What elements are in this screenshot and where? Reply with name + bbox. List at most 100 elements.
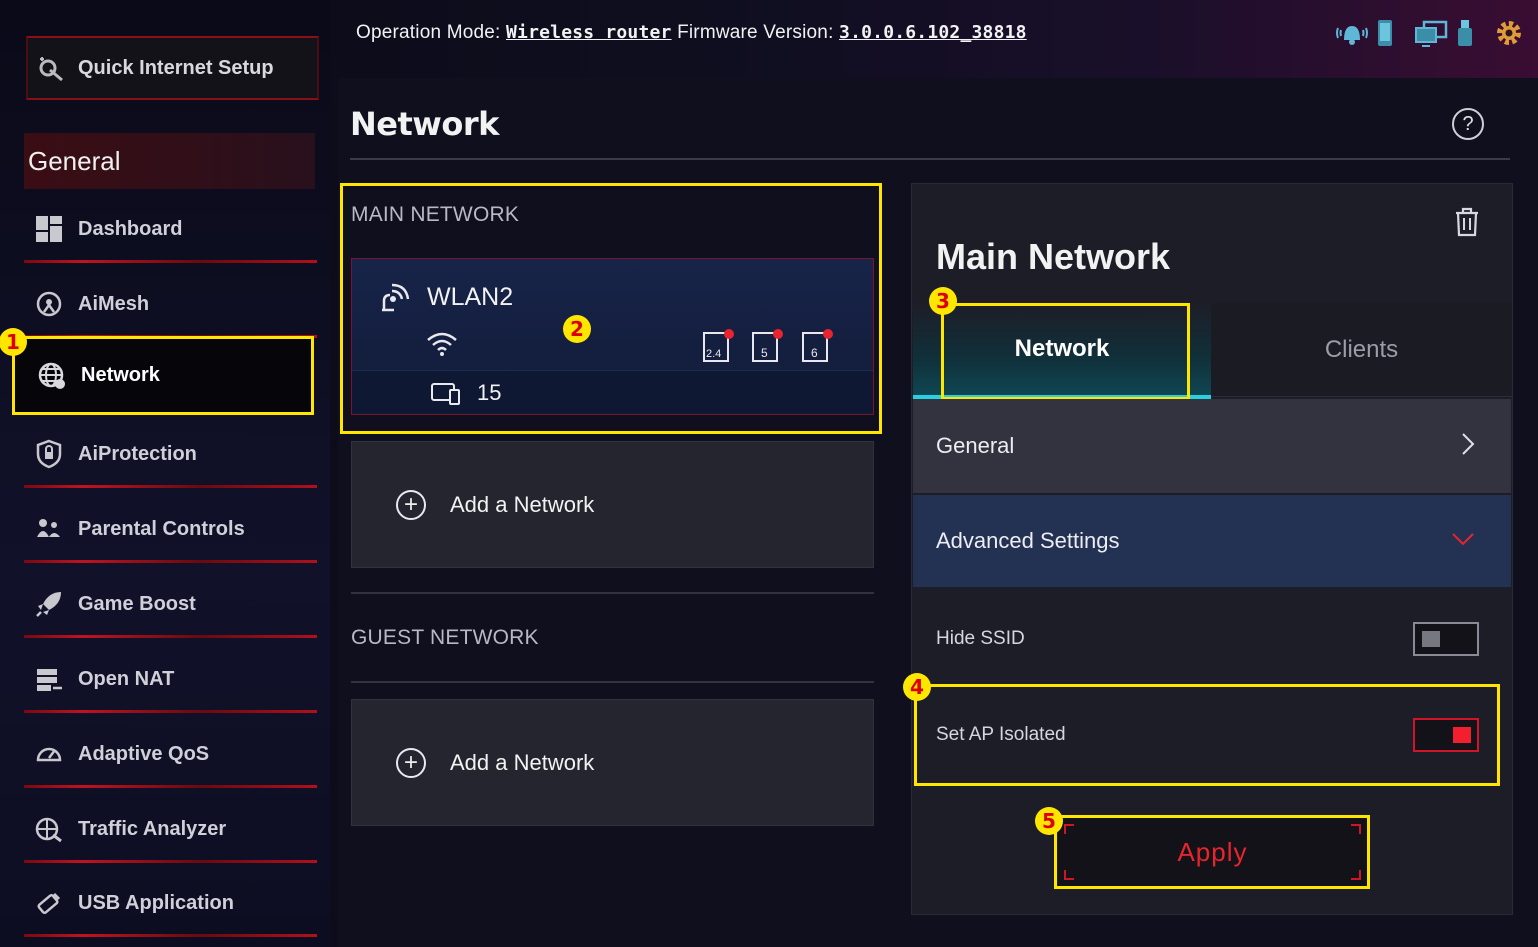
page-title: Network bbox=[350, 105, 499, 143]
svg-text:2.4: 2.4 bbox=[706, 348, 721, 360]
firmware-label: Firmware Version: bbox=[677, 22, 834, 43]
settings-icon[interactable] bbox=[1494, 18, 1521, 48]
sidebar-item-label: Game Boost bbox=[78, 592, 196, 615]
tab-label: Network bbox=[1014, 335, 1110, 362]
hide-ssid-label: Hide SSID bbox=[936, 628, 1025, 649]
family-icon bbox=[34, 514, 64, 544]
sidebar-item-dashboard[interactable]: Dashboard bbox=[24, 195, 317, 263]
annotation-badge-4: 4 bbox=[903, 673, 931, 701]
highlight-box bbox=[340, 183, 882, 434]
sidebar-item-label: Adaptive QoS bbox=[78, 742, 210, 765]
add-network-label: Add a Network bbox=[450, 491, 595, 517]
divider bbox=[24, 860, 317, 863]
sidebar-item-aimesh[interactable]: AiMesh bbox=[24, 270, 317, 338]
sidebar-item-network[interactable]: Network bbox=[12, 336, 314, 415]
aimesh-icon bbox=[34, 289, 64, 319]
panel-title: Main Network bbox=[936, 236, 1171, 277]
sidebar-item-traffic-analyzer[interactable]: Traffic Analyzer bbox=[24, 795, 317, 863]
tab-label: Clients bbox=[1324, 335, 1399, 363]
divider bbox=[350, 158, 1510, 160]
add-guest-network-button[interactable]: + Add a Network bbox=[351, 699, 874, 826]
wlan-card[interactable]: WLAN2 2.4 5 6 15 bbox=[351, 258, 874, 415]
tab-clients[interactable]: Clients bbox=[1211, 303, 1512, 397]
sidebar-item-label: Network bbox=[81, 364, 160, 386]
general-settings-row[interactable]: General bbox=[913, 399, 1511, 493]
chevron-right-icon bbox=[1461, 432, 1475, 461]
svg-text:5: 5 bbox=[761, 346, 768, 360]
devices-icon[interactable] bbox=[1414, 18, 1448, 48]
corner-decoration bbox=[1351, 824, 1361, 834]
advanced-settings-row[interactable]: Advanced Settings bbox=[913, 495, 1511, 587]
sidebar-item-adaptive-qos[interactable]: Adaptive QoS bbox=[24, 720, 317, 788]
quick-internet-setup-button[interactable]: Quick Internet Setup bbox=[26, 36, 319, 100]
sidebar-item-open-nat[interactable]: Open NAT bbox=[24, 645, 317, 713]
gauge-icon bbox=[34, 739, 64, 769]
annotation-badge-3: 3 bbox=[929, 287, 957, 315]
sidebar-section-general: General bbox=[24, 133, 315, 189]
sidebar-item-label: Traffic Analyzer bbox=[78, 817, 227, 840]
band-5ghz-icon: 5 bbox=[751, 327, 785, 363]
globe-icon bbox=[37, 361, 67, 391]
usb-icon[interactable] bbox=[1454, 18, 1480, 48]
plus-icon: + bbox=[396, 489, 426, 520]
annotation-badge-2: 2 bbox=[563, 315, 591, 343]
help-button[interactable]: ? bbox=[1452, 108, 1484, 140]
wifi-icon bbox=[426, 331, 458, 362]
divider bbox=[351, 592, 874, 594]
trash-icon[interactable] bbox=[1453, 206, 1481, 238]
add-network-label: Add a Network bbox=[450, 749, 595, 775]
band-6ghz-icon: 6 bbox=[801, 327, 835, 363]
add-main-network-button[interactable]: + Add a Network bbox=[351, 441, 874, 568]
sidebar-item-game-boost[interactable]: Game Boost bbox=[24, 570, 317, 638]
corner-decoration bbox=[1351, 870, 1361, 880]
wizard-icon bbox=[36, 53, 66, 83]
client-devices-icon bbox=[430, 380, 462, 411]
client-count: 15 bbox=[477, 380, 502, 405]
firmware-version-link[interactable]: 3.0.0.6.102_38818 bbox=[839, 22, 1027, 43]
divider bbox=[351, 681, 874, 683]
ap-isolated-label: Set AP Isolated bbox=[936, 724, 1066, 745]
mobile-app-icon[interactable] bbox=[1374, 18, 1400, 48]
sidebar-item-label: AiProtection bbox=[78, 442, 197, 465]
divider bbox=[24, 260, 317, 263]
apply-button[interactable]: Apply bbox=[1058, 818, 1367, 886]
tab-network[interactable]: Network bbox=[913, 303, 1211, 399]
sidebar-item-parental-controls[interactable]: Parental Controls bbox=[24, 495, 317, 563]
sidebar-item-label: Dashboard bbox=[78, 217, 183, 240]
advanced-settings-label: Advanced Settings bbox=[936, 528, 1120, 553]
traffic-icon bbox=[34, 814, 64, 844]
dashboard-icon bbox=[34, 214, 64, 244]
corner-decoration bbox=[1064, 824, 1074, 834]
hide-ssid-toggle[interactable] bbox=[1413, 622, 1479, 656]
hide-ssid-row: Hide SSID bbox=[913, 591, 1511, 687]
ap-isolated-row: Set AP Isolated bbox=[913, 687, 1511, 783]
wlan-card-footer: 15 bbox=[352, 370, 873, 414]
annotation-badge-5: 5 bbox=[1035, 807, 1063, 835]
sidebar-item-label: USB Application bbox=[78, 891, 234, 914]
sidebar-item-label: Parental Controls bbox=[78, 517, 245, 540]
toggle-knob bbox=[1422, 631, 1440, 647]
main-network-label: MAIN NETWORK bbox=[351, 203, 520, 226]
toggle-knob bbox=[1453, 727, 1471, 743]
sidebar-item-label: AiMesh bbox=[78, 292, 150, 315]
divider bbox=[24, 785, 317, 788]
quick-internet-setup-label: Quick Internet Setup bbox=[78, 56, 274, 79]
operation-mode-link[interactable]: Wireless router bbox=[506, 22, 672, 43]
ap-isolated-toggle[interactable] bbox=[1413, 718, 1479, 752]
chevron-down-icon bbox=[1451, 532, 1475, 551]
status-line: Operation Mode: Wireless router Firmware… bbox=[356, 22, 1027, 44]
highlight-box bbox=[1054, 815, 1370, 889]
corner-decoration bbox=[1064, 870, 1074, 880]
annotation-badge-1: 1 bbox=[0, 328, 27, 356]
divider bbox=[24, 485, 317, 488]
router-icon bbox=[380, 283, 414, 318]
notification-icon[interactable] bbox=[1334, 18, 1368, 48]
divider bbox=[24, 635, 317, 638]
general-label: General bbox=[936, 433, 1015, 458]
divider bbox=[24, 560, 317, 563]
sidebar-item-aiprotection[interactable]: AiProtection bbox=[24, 420, 317, 488]
sidebar-item-usb-application[interactable]: USB Application bbox=[24, 869, 317, 937]
apply-label: Apply bbox=[1177, 836, 1248, 867]
plus-icon: + bbox=[396, 747, 426, 778]
svg-text:6: 6 bbox=[811, 346, 818, 360]
